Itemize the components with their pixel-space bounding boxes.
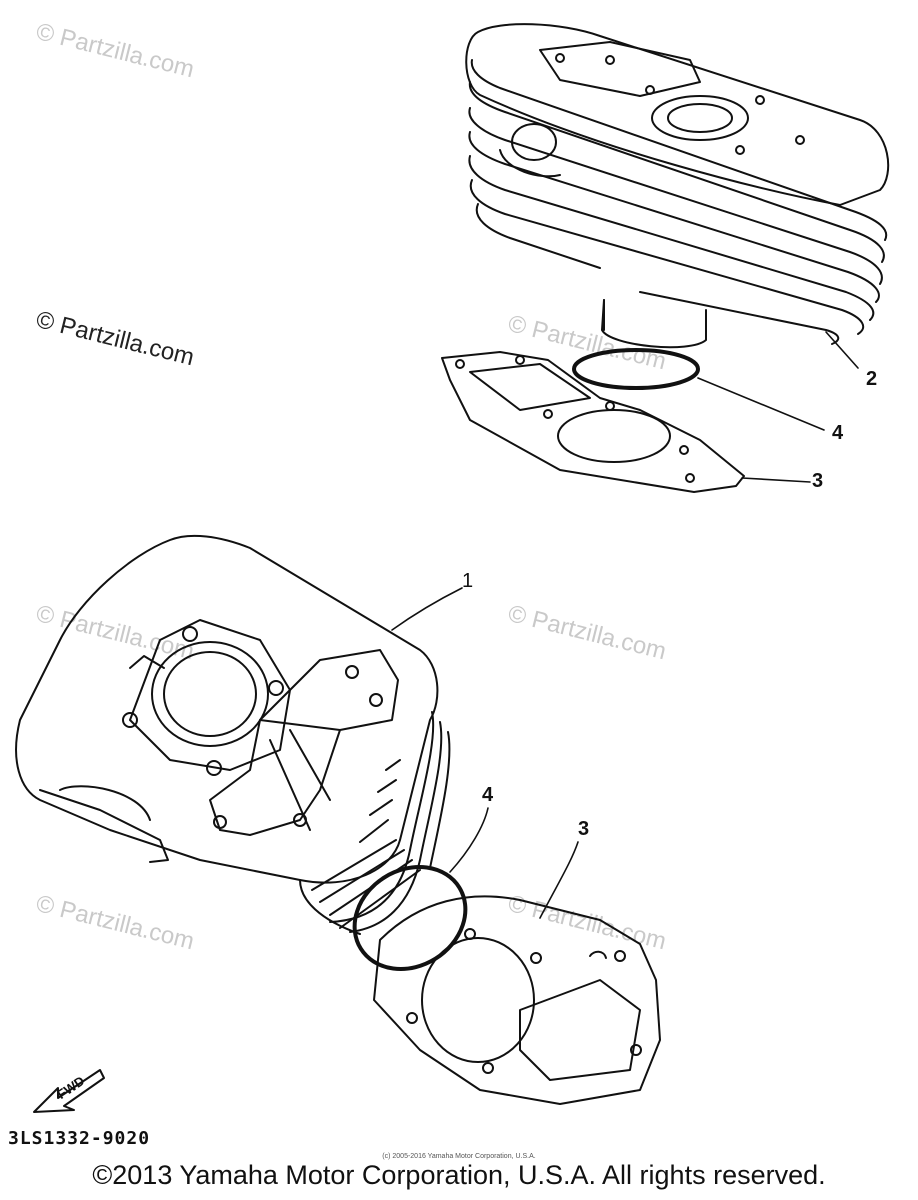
callout-4: 4 [482,784,494,806]
small-copyright: (c) 2005-2016 Yamaha Motor Corporation, … [382,1153,536,1160]
copyright: ©2013 Yamaha Motor Corporation, U.S.A. A… [92,1160,826,1190]
callout-2: 2 [866,368,878,390]
gasket-lower [373,841,661,1105]
fwd-arrow-icon [33,1069,105,1113]
callout-1: 1 [462,570,474,592]
callout-3: 3 [812,470,824,492]
callout-3: 3 [578,818,590,840]
cylinder-lower [15,534,463,935]
gasket-upper [441,351,811,493]
callout-4: 4 [832,422,844,444]
diagram-code: 3LS1332-9020 [8,1128,151,1149]
o-ring-upper [572,348,700,390]
cylinder-upper [465,23,890,369]
